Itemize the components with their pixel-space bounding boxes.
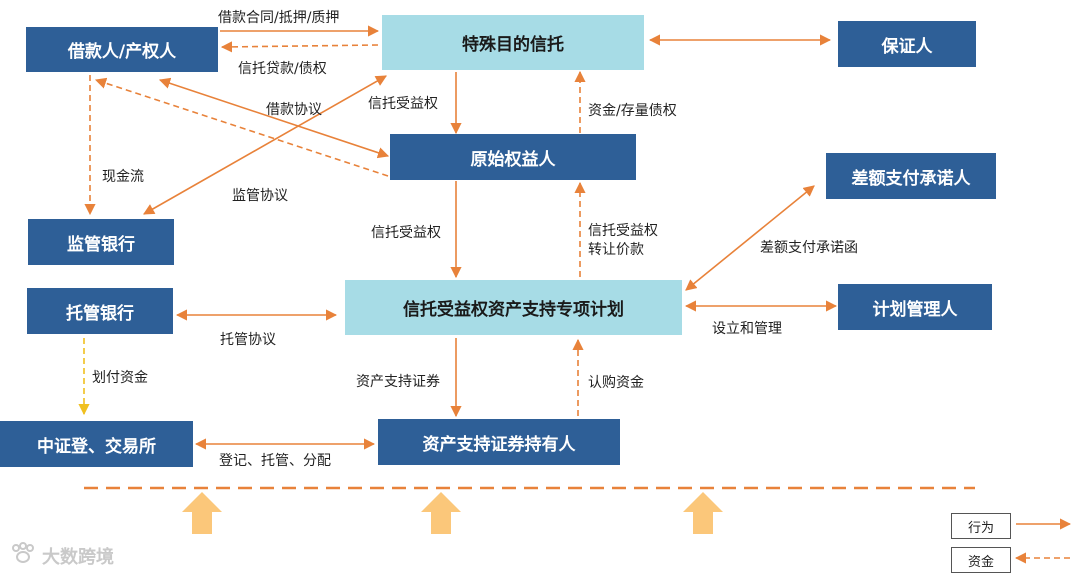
arrow-diff-letter (685, 185, 815, 291)
arrow-supervise-agreement (143, 75, 387, 215)
label-diff-letter: 差额支付承诺函 (760, 240, 858, 256)
label-setup-manage: 设立和管理 (712, 321, 782, 337)
arrow-trust-loan (220, 41, 379, 53)
legend-action: 行为 (951, 513, 1011, 539)
watermark-text: 大数跨境 (42, 546, 114, 568)
label-transfer-line2: 转让价款 (588, 242, 644, 258)
label-trust-benefit-2: 信托受益权 (371, 225, 441, 241)
legend-funds: 资金 (951, 547, 1011, 573)
label-subscribe-funds: 认购资金 (588, 375, 644, 391)
node-manager: 计划管理人 (838, 284, 992, 330)
arrow-holder-borrower-dashed (94, 77, 389, 177)
label-fund-debt: 资金/存量债权 (588, 103, 677, 119)
label-abs-securities: 资产支持证券 (356, 374, 440, 390)
node-supervise-bank: 监管银行 (28, 219, 174, 265)
up-arrow-icon (421, 492, 461, 534)
node-custody-bank: 托管银行 (27, 288, 173, 334)
paw-icon (10, 542, 36, 569)
node-original-holder: 原始权益人 (390, 134, 636, 180)
node-trust: 特殊目的信托 (382, 15, 644, 70)
node-guarantor: 保证人 (838, 21, 976, 67)
node-abs-plan: 信托受益权资产支持专项计划 (345, 280, 682, 335)
label-pay-funds: 划付资金 (92, 370, 148, 386)
up-arrow-icon (182, 492, 222, 534)
node-csdc: 中证登、交易所 (0, 421, 193, 467)
label-loan-agreement: 借款协议 (266, 102, 322, 118)
label-register: 登记、托管、分配 (219, 453, 331, 469)
node-diff-payer: 差额支付承诺人 (826, 153, 996, 199)
label-trust-benefit-1: 信托受益权 (368, 96, 438, 112)
node-borrower: 借款人/产权人 (26, 27, 218, 72)
label-loan-contract: 借款合同/抵押/质押 (218, 10, 340, 26)
node-holders: 资产支持证券持有人 (378, 419, 620, 465)
label-custody-agreement: 托管协议 (220, 332, 276, 348)
label-transfer-line1: 信托受益权 (588, 223, 658, 239)
label-cash-flow: 现金流 (102, 169, 144, 185)
label-supervise-agreement: 监管协议 (232, 188, 288, 204)
up-arrow-icon (683, 492, 723, 534)
label-trust-loan: 信托贷款/债权 (238, 61, 327, 77)
watermark: 大数跨境 (10, 542, 114, 569)
